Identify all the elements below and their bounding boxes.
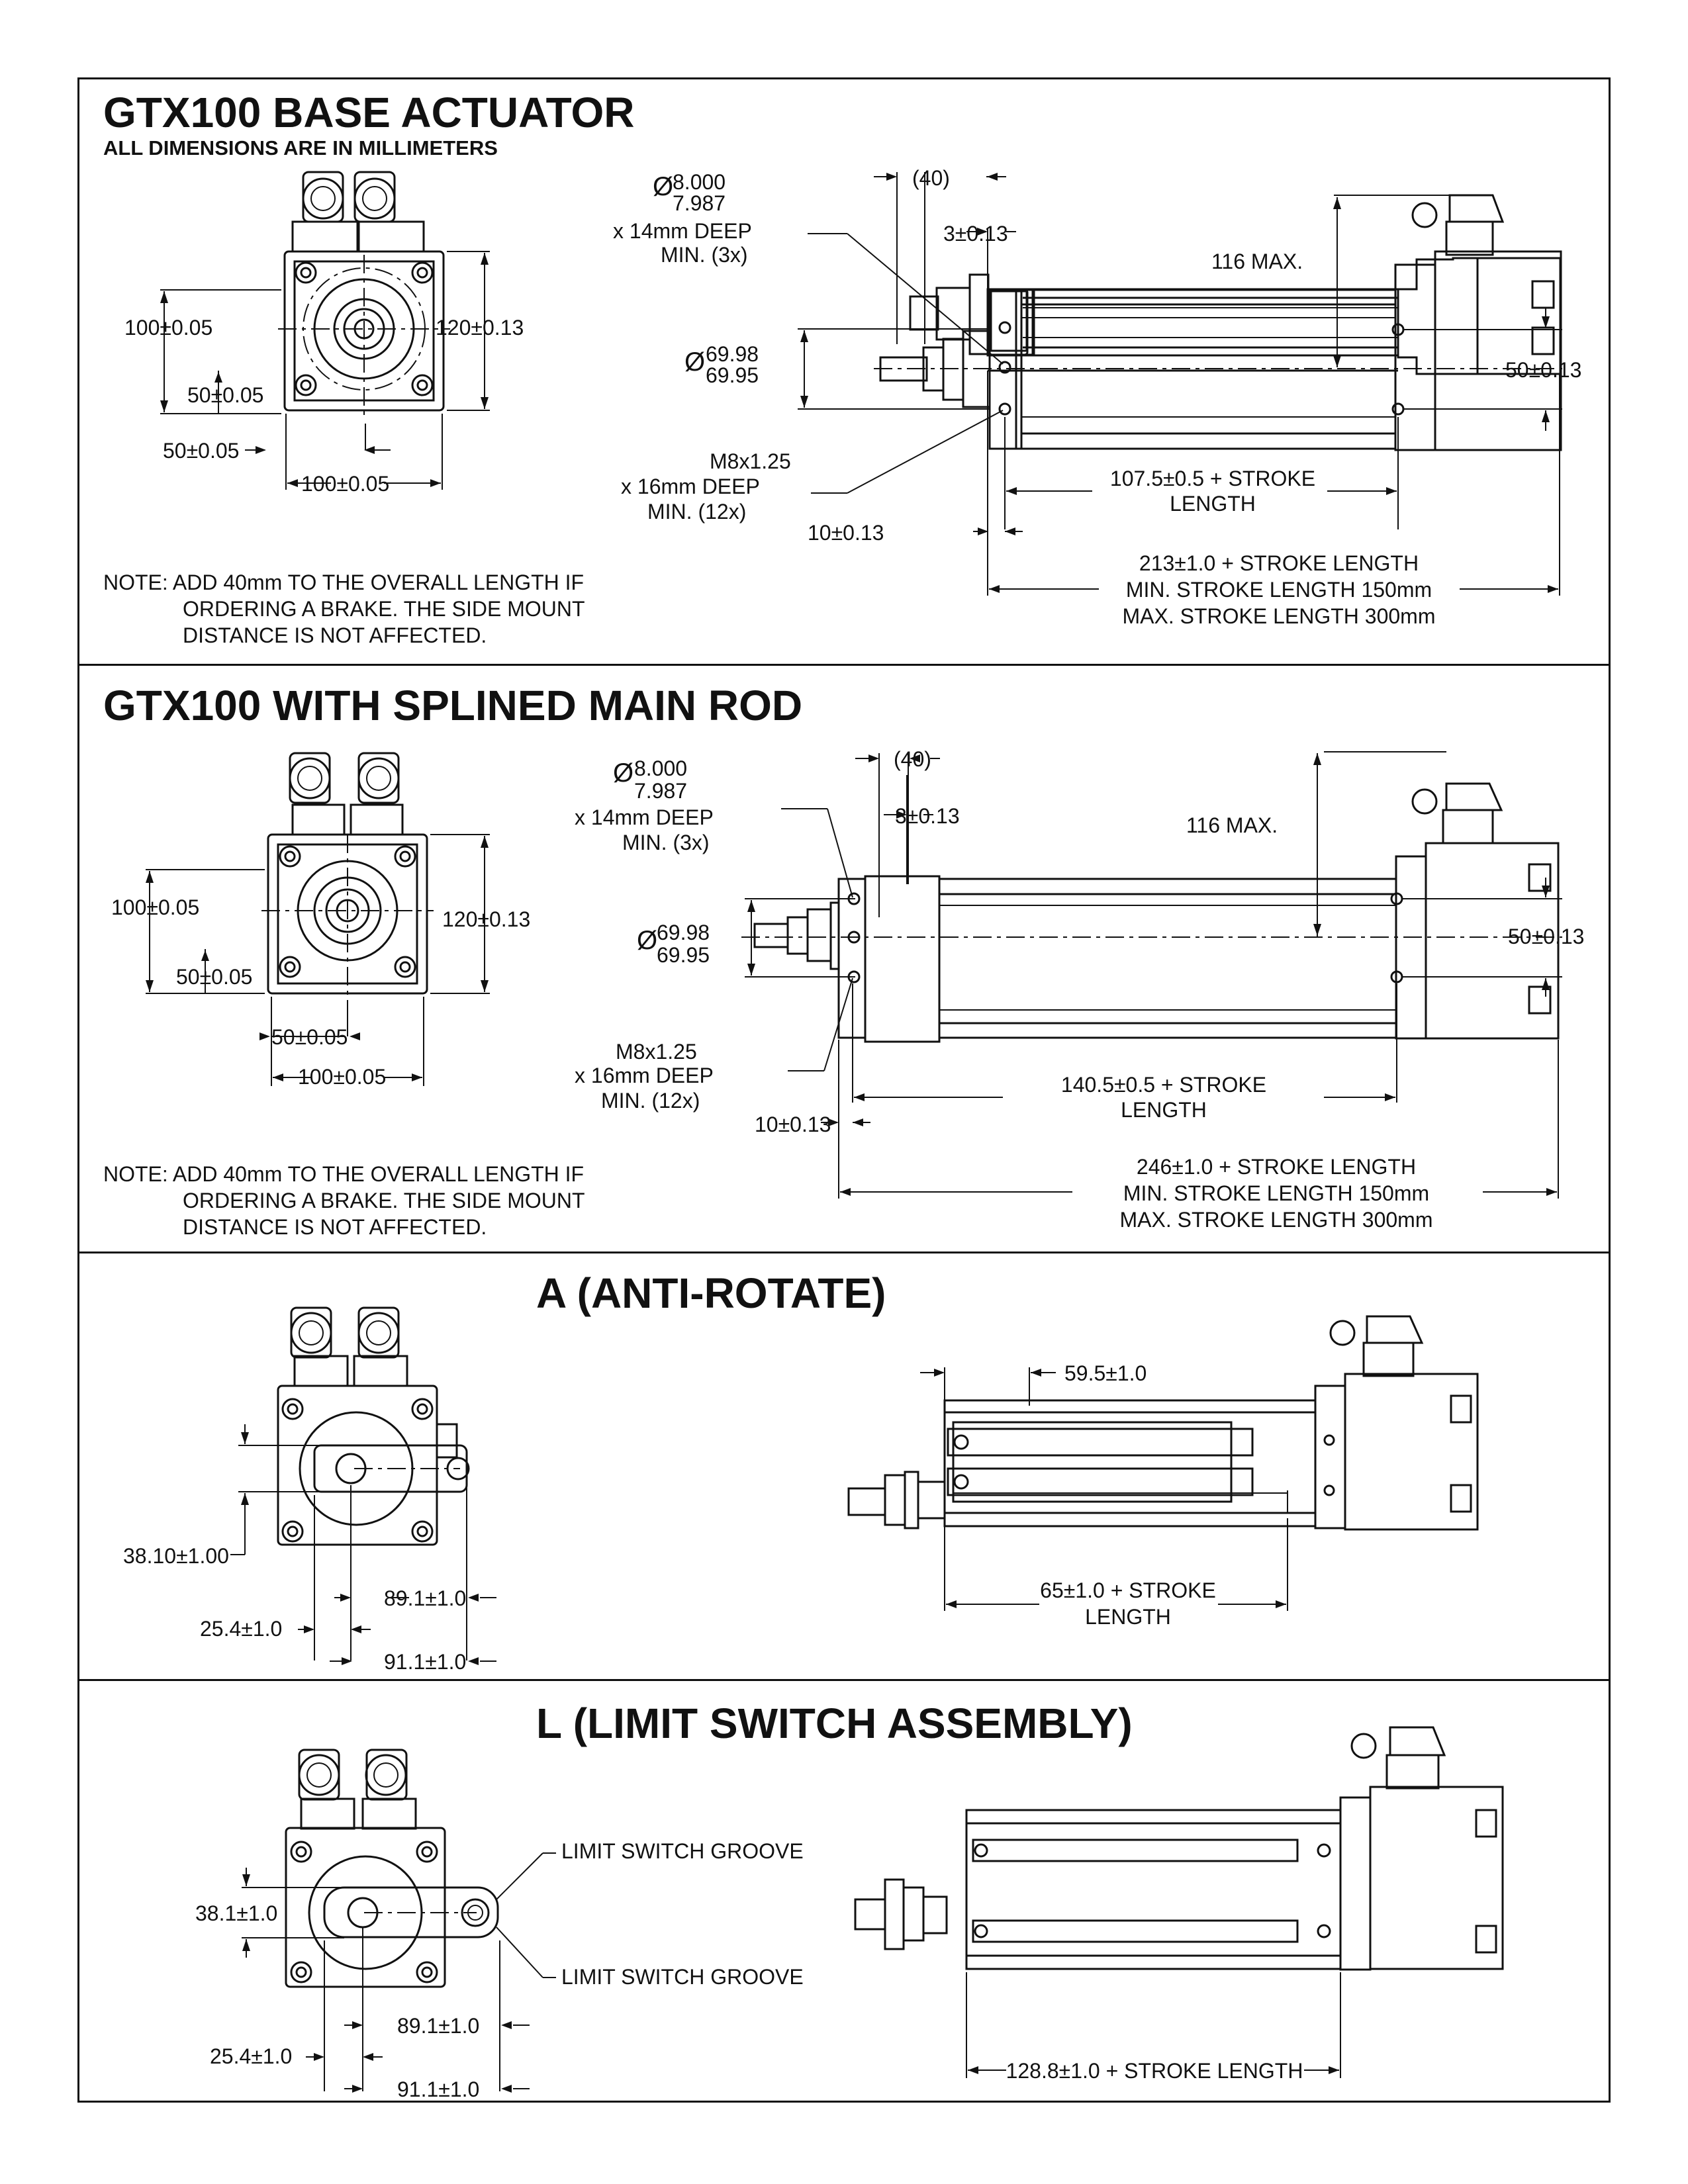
diameter-symbol: Ø <box>653 172 674 201</box>
end-view <box>146 752 490 1086</box>
section-title: L (LIMIT SWITCH ASSEMBLY) <box>536 1700 1133 1747</box>
stroke-dim: 128.8±1.0 + STROKE LENGTH <box>1006 2059 1303 2083</box>
section-anti-rotate: A (ANTI-ROTATE) <box>79 1253 1609 1681</box>
max-stroke: MAX. STROKE LENGTH 300mm <box>1122 604 1436 628</box>
section-title: GTX100 WITH SPLINED MAIN ROD <box>103 682 803 729</box>
side-view <box>741 751 1562 1199</box>
diameter-symbol: Ø <box>684 347 706 377</box>
dia2-lower: 69.95 <box>706 363 759 387</box>
dia-upper: 8.000 <box>634 756 688 780</box>
dim-50-horizontal: 50±0.05 <box>163 439 240 463</box>
dim-120: 120±0.13 <box>442 907 531 931</box>
dim-120: 120±0.13 <box>436 316 524 340</box>
min-stroke: MIN. STROKE LENGTH 150mm <box>1125 578 1432 602</box>
limit-switch-groove-label-2: LIMIT SWITCH GROOVE <box>561 1965 804 1989</box>
dim-50-horizontal: 50±0.05 <box>271 1025 348 1049</box>
section-title: GTX100 BASE ACTUATOR <box>103 89 635 136</box>
dim-50-vertical: 50±0.05 <box>176 965 253 989</box>
dim-3: 3±0.13 <box>895 804 960 828</box>
dim-3: 3±0.13 <box>943 222 1008 246</box>
dim-100-vertical: 100±0.05 <box>111 895 200 919</box>
dim-89-1: 89.1±1.0 <box>397 2014 480 2038</box>
dim-38-1: 38.1±1.0 <box>195 1901 278 1925</box>
dim-10: 10±0.13 <box>808 521 884 545</box>
stroke-dim: 65±1.0 + STROKE <box>1040 1578 1216 1602</box>
dim-50-vertical: 50±0.05 <box>187 383 264 407</box>
section-splined: GTX100 WITH SPLINED MAIN ROD <box>79 666 1609 1253</box>
dim-100-horizontal: 100±0.05 <box>298 1065 387 1089</box>
drawing-sheet: GTX100 BASE ACTUATOR ALL DIMENSIONS ARE … <box>77 77 1611 2103</box>
note-line-2: ORDERING A BRAKE. THE SIDE MOUNT <box>183 1189 585 1212</box>
dim-10: 10±0.13 <box>755 1113 831 1136</box>
dia2-upper: 69.98 <box>657 921 710 944</box>
min-stroke: MIN. STROKE LENGTH 150mm <box>1123 1181 1430 1205</box>
diameter-symbol: Ø <box>637 926 658 955</box>
note-line-2: ORDERING A BRAKE. THE SIDE MOUNT <box>183 597 585 621</box>
stroke-dim-2: LENGTH <box>1085 1605 1171 1629</box>
diameter-symbol: Ø <box>613 758 634 788</box>
dim-40: (40) <box>912 166 950 190</box>
dia2-lower: 69.95 <box>657 943 710 967</box>
dim-38-10: 38.10±1.00 <box>123 1544 229 1568</box>
end-view <box>160 171 490 490</box>
thread-m8: M8x1.25 <box>616 1040 697 1064</box>
note-line-3: DISTANCE IS NOT AFFECTED. <box>183 1215 487 1239</box>
deep-14: x 14mm DEEP <box>613 219 752 243</box>
section-base-actuator: GTX100 BASE ACTUATOR ALL DIMENSIONS ARE … <box>79 79 1609 666</box>
note-line-1: NOTE: ADD 40mm TO THE OVERALL LENGTH IF <box>103 570 585 594</box>
side-view <box>854 1726 1504 2078</box>
dia2-upper: 69.98 <box>706 342 759 366</box>
end-view <box>242 1749 556 2093</box>
dim-40: (40) <box>894 747 931 771</box>
min-12x: MIN. (12x) <box>647 500 747 523</box>
deep-14: x 14mm DEEP <box>575 805 714 829</box>
min-3x: MIN. (3x) <box>661 243 748 267</box>
section-subtitle: ALL DIMENSIONS ARE IN MILLIMETERS <box>103 136 498 159</box>
section-title: A (ANTI-ROTATE) <box>536 1269 886 1317</box>
dim-100-horizontal: 100±0.05 <box>301 472 390 496</box>
dim-116-max: 116 MAX. <box>1211 250 1303 273</box>
max-stroke: MAX. STROKE LENGTH 300mm <box>1119 1208 1433 1232</box>
dim-25-4: 25.4±1.0 <box>200 1617 283 1641</box>
dia-lower: 7.987 <box>634 779 688 803</box>
dim-89-1: 89.1±1.0 <box>384 1586 467 1610</box>
dim-50-right: 50±0.13 <box>1508 925 1585 948</box>
side-mount-dim: 107.5±0.5 + STROKE <box>1109 467 1316 490</box>
thread-m8: M8x1.25 <box>710 449 791 473</box>
overall-length: 246±1.0 + STROKE LENGTH <box>1136 1155 1417 1179</box>
dim-91-1: 91.1±1.0 <box>397 2077 480 2101</box>
min-12x: MIN. (12x) <box>601 1089 700 1113</box>
dim-116-max: 116 MAX. <box>1186 813 1278 837</box>
base-actuator-drawing <box>160 171 1562 596</box>
dim-59-5: 59.5±1.0 <box>1064 1361 1147 1385</box>
side-mount-dim-2: LENGTH <box>1170 492 1256 516</box>
dim-100-vertical: 100±0.05 <box>124 316 213 340</box>
end-view <box>230 1306 496 1665</box>
side-view <box>847 1315 1479 1611</box>
side-mount-dim: 140.5±0.5 + STROKE <box>1060 1073 1267 1097</box>
dim-91-1: 91.1±1.0 <box>384 1650 467 1674</box>
limit-switch-drawing <box>242 1726 1504 2093</box>
deep-16: x 16mm DEEP <box>621 475 760 498</box>
dia-lower: 7.987 <box>673 191 726 215</box>
side-view <box>798 172 1562 596</box>
note-line-1: NOTE: ADD 40mm TO THE OVERALL LENGTH IF <box>103 1162 585 1186</box>
overall-length: 213±1.0 + STROKE LENGTH <box>1139 551 1419 575</box>
section-limit-switch: L (LIMIT SWITCH ASSEMBLY) <box>79 1681 1609 2105</box>
dim-25-4: 25.4±1.0 <box>210 2044 293 2068</box>
min-3x: MIN. (3x) <box>622 831 710 854</box>
dia-upper: 8.000 <box>673 170 726 194</box>
note-line-3: DISTANCE IS NOT AFFECTED. <box>183 623 487 647</box>
dim-50-right: 50±0.13 <box>1505 358 1582 382</box>
anti-rotate-drawing <box>230 1306 1479 1665</box>
side-mount-dim-2: LENGTH <box>1121 1098 1207 1122</box>
deep-16: x 16mm DEEP <box>575 1064 714 1087</box>
limit-switch-groove-label: LIMIT SWITCH GROOVE <box>561 1839 804 1863</box>
splined-drawing <box>146 751 1562 1199</box>
